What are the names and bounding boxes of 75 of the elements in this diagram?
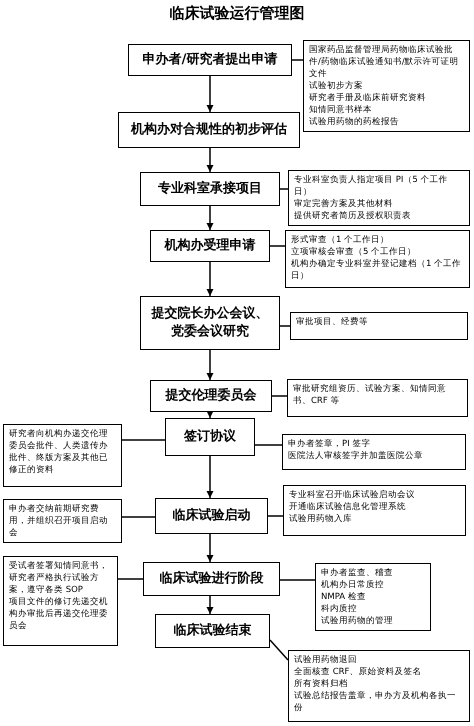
process-box: 专业科室承接项目 xyxy=(140,172,280,206)
note-text: 知情同意书样本 xyxy=(309,104,373,116)
note-box xyxy=(303,40,470,132)
note-text: 研究者手册及临床前研究资料 xyxy=(309,92,427,104)
connector-line xyxy=(122,516,155,518)
connector-line xyxy=(280,325,290,327)
note-text: 试验用药物的管理 xyxy=(321,615,394,627)
process-box: 临床试验启动 xyxy=(155,498,268,534)
arrow xyxy=(206,411,214,418)
arrow xyxy=(206,350,214,380)
note-box xyxy=(288,650,470,722)
note-text: 项目文件的修订先递交机构办审批后再递交伦理委员会 xyxy=(9,596,109,632)
arrow xyxy=(206,148,214,172)
connector-line xyxy=(280,579,315,581)
connector-line xyxy=(268,515,283,517)
note-text: 申办者交纳前期研究费用，并组织召开项目启动会 xyxy=(9,503,109,539)
arrow xyxy=(206,262,214,296)
arrow xyxy=(206,596,214,614)
note-text: 试验初步方案 xyxy=(309,80,364,92)
note-text: 国家药品监督管理局药物临床试验批件/药物临床试验通知书/默示许可证明文件 xyxy=(309,44,460,80)
note-text: 审批项目、经费等 xyxy=(296,316,369,328)
note-text: 专业科室负责人指定项目 PI（5 个工作日） xyxy=(294,174,448,198)
note-text: 形式审查（1 个工作日） xyxy=(291,234,390,246)
process-box: 申办者/研究者提出申请 xyxy=(128,44,292,76)
connector-line xyxy=(270,245,285,247)
note-text: 试验总结报告盖章，申办方及机构各执一份 xyxy=(294,690,457,714)
diagram-title: 临床试验运行管理图 xyxy=(168,4,306,23)
note-box xyxy=(283,485,466,536)
note-text: 机构办日常质控 xyxy=(321,579,385,591)
process-box: 临床试验进行阶段 xyxy=(143,562,280,596)
process-box: 机构办受理申请 xyxy=(150,230,270,262)
process-box: 临床试验结束 xyxy=(155,614,270,648)
note-text: 全面核查 CRF、原始资料及签名 xyxy=(294,666,422,678)
note-box xyxy=(3,499,122,543)
note-text: 审定完善方案及其他材料 xyxy=(294,198,394,210)
note-text: 受试者签署知情同意书，研究者严格执行试验方案，遵守各类 SOP xyxy=(9,560,109,596)
connector-line xyxy=(292,59,303,61)
connector-line xyxy=(118,578,143,580)
connector-line xyxy=(269,640,289,660)
note-text: 开通临床试验信息化管理系统 xyxy=(289,501,407,513)
note-text: 机构办确定专业科室并登记建档（1 个工作日） xyxy=(291,258,462,282)
note-box xyxy=(3,556,118,646)
note-text: 立项审核会审查（5 个工作日） xyxy=(291,246,418,258)
note-text: 医院法人审核签字并加盖医院公章 xyxy=(288,450,424,462)
note-text: 试验用药物退回 xyxy=(294,654,358,666)
note-text: NMPA 检查 xyxy=(321,591,367,603)
note-box xyxy=(3,424,122,487)
arrow xyxy=(206,76,214,112)
note-text: 申办者签章，PI 签字 xyxy=(288,438,372,450)
note-box xyxy=(282,434,466,470)
note-box xyxy=(288,170,470,226)
arrow xyxy=(206,534,214,562)
connector-line xyxy=(272,395,287,397)
process-box: 机构办对合规性的初步评估 xyxy=(118,112,300,148)
process-box: 提交伦理委员会 xyxy=(150,380,272,412)
note-text: 提供研究者简历及授权职责表 xyxy=(294,210,412,222)
note-text: 专业科室召开临床试验启动会议 xyxy=(289,489,416,501)
note-text: 申办者监查、稽查 xyxy=(321,567,394,579)
note-text: 科内质控 xyxy=(321,603,358,615)
connector-line xyxy=(280,188,288,190)
arrow xyxy=(206,456,214,498)
note-box xyxy=(285,230,470,288)
process-box: 提交院长办公会议、党委会议研究 xyxy=(140,296,280,350)
note-text: 试验用药物入库 xyxy=(289,513,353,525)
note-box xyxy=(290,312,468,340)
note-text: 试验用药物的药检报告 xyxy=(309,116,400,128)
note-box xyxy=(315,563,431,631)
note-text: 审批研究组资历、试验方案、知情同意书、CRF 等 xyxy=(293,383,447,407)
note-text: 所有资料归档 xyxy=(294,678,348,690)
arrow xyxy=(206,206,214,230)
note-text: 研究者向机构办递交伦理委员会批件、人类遗传办批件、终版方案及其他已修正的资料 xyxy=(9,428,109,476)
connector-line xyxy=(255,444,282,446)
process-box: 签订协议 xyxy=(165,418,255,456)
note-box xyxy=(287,379,468,417)
connector-line xyxy=(122,439,165,441)
